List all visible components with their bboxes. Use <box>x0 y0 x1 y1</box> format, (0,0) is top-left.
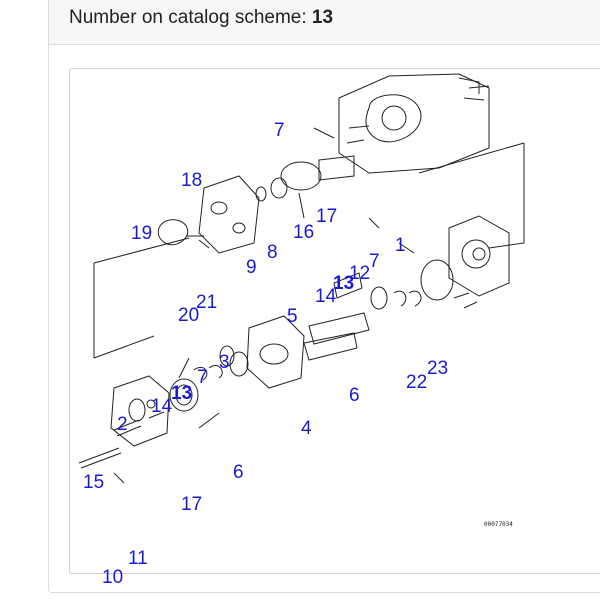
callout-label-2[interactable]: 2 <box>117 414 128 435</box>
callout-label-3[interactable]: 3 <box>219 352 230 373</box>
callout-label-9[interactable]: 9 <box>246 257 257 278</box>
callout-label-1[interactable]: 1 <box>395 235 406 256</box>
pump-housing-drawing <box>338 73 490 174</box>
scheme-number-heading: Number on catalog scheme: 13 <box>69 7 333 29</box>
callout-label-7c[interactable]: 7 <box>197 367 208 388</box>
callout-label-11[interactable]: 11 <box>128 548 148 569</box>
callout-label-19[interactable]: 19 <box>131 223 153 244</box>
scheme-number: 13 <box>311 7 334 28</box>
drawing-code: 00077034 <box>484 521 513 528</box>
callout-label-7b[interactable]: 7 <box>369 251 380 272</box>
callout-label-4[interactable]: 4 <box>301 418 312 439</box>
callout-label-20[interactable]: 20 <box>178 305 200 326</box>
callout-label-12[interactable]: 12 <box>349 263 371 284</box>
callout-label-13a[interactable]: 13 <box>333 273 355 294</box>
callout-label-15[interactable]: 15 <box>83 472 105 493</box>
callout-label-7a[interactable]: 7 <box>274 120 285 141</box>
callout-label-13b[interactable]: 13 <box>171 383 193 404</box>
exploded-parts-diagram <box>78 73 525 484</box>
callout-label-5[interactable]: 5 <box>287 306 298 327</box>
callout-label-10[interactable]: 10 <box>102 567 124 588</box>
callout-label-14a[interactable]: 14 <box>315 286 337 307</box>
callout-label-14b[interactable]: 14 <box>151 396 173 417</box>
callout-label-8[interactable]: 8 <box>267 242 278 263</box>
callout-label-22[interactable]: 22 <box>406 372 428 393</box>
callout-label-6b[interactable]: 6 <box>233 462 244 483</box>
callout-label-17a[interactable]: 17 <box>316 206 338 227</box>
diagram-frame <box>69 68 600 574</box>
callout-label-17b[interactable]: 17 <box>181 494 203 515</box>
card-header: Number on catalog scheme: 13 <box>49 0 600 45</box>
callout-label-6a[interactable]: 6 <box>349 385 360 406</box>
callout-label-18[interactable]: 18 <box>181 170 203 191</box>
callout-label-23[interactable]: 23 <box>427 358 449 379</box>
callout-label-21[interactable]: 21 <box>196 292 218 313</box>
heading-prefix: Number on catalog scheme: <box>69 7 312 28</box>
callout-label-16[interactable]: 16 <box>293 222 315 243</box>
